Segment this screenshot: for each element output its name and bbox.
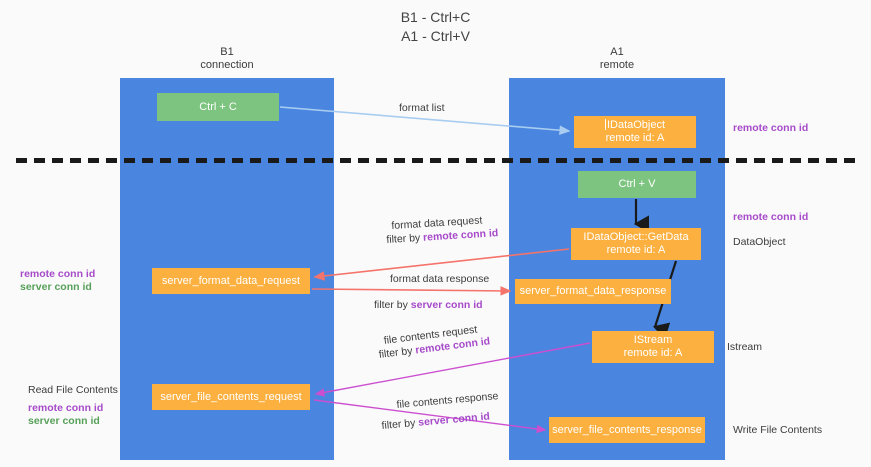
box-ctrl-v-label: Ctrl + V [618,178,656,190]
annotation-remote-conn-id-left-2: remote conn id [28,402,104,414]
title-line-2: A1 - Ctrl+V [401,28,470,44]
box-server-file-contents-response[interactable]: server_file_contents_response [549,417,705,443]
column-header-a1: A1 remote [509,46,725,72]
annotation-server-conn-id-left-1: server conn id [20,281,92,293]
box-server-format-data-response-label: server_format_data_response [519,285,667,297]
column-header-b1: B1 connection [120,46,334,72]
box-ctrl-v[interactable]: Ctrl + V [578,171,696,198]
annotation-istream: Istream [727,341,763,353]
annotation-dataobject: DataObject [733,236,786,248]
box-server-file-contents-request[interactable]: server_file_contents_request [152,384,310,410]
box-ctrl-c[interactable]: Ctrl + C [157,93,279,121]
column-b1-subtitle: connection [200,59,254,71]
page-title: B1 - Ctrl+C A1 - Ctrl+V [0,8,871,46]
title-line-1: B1 - Ctrl+C [400,9,471,25]
wire-format-data-response [311,286,512,296]
box-ctrl-c-label: Ctrl + C [199,100,237,113]
box-istream[interactable]: IStream remote id: A [592,331,714,363]
box-istream-line1: IStream [633,334,673,346]
edge-label-file-contents-response: file contents response [396,390,499,411]
annotation-remote-conn-id-left-1: remote conn id [20,268,96,280]
box-server-file-contents-request-label: server_file_contents_request [160,390,302,403]
box-idataobject-line2: remote id: A [605,132,665,144]
edge-label-format-data-response-filter: filter by server conn id [374,299,483,311]
annotation-read-file-contents: Read File Contents [28,384,118,396]
edge-label-file-contents-response-filter: filter by server conn id [381,410,491,432]
box-idataobject[interactable]: IDataObject remote id: A [574,116,696,148]
column-b1-name: B1 [220,46,234,58]
column-a1-subtitle: remote [599,59,635,71]
box-getdata[interactable]: IDataObject::GetData remote id: A [571,228,701,260]
annotation-write-file-contents: Write File Contents [733,424,823,436]
annotation-left-conn-ids-format: remote conn id server conn id [20,268,95,294]
annotation-server-conn-id-left-2: server conn id [28,415,100,427]
box-server-format-data-request-label: server_format_data_request [161,274,301,287]
annotation-left-conn-ids-file: remote conn id server conn id [28,402,103,428]
annotation-remote-conn-id-mid: remote conn id [733,211,809,223]
box-getdata-line2: remote id: A [606,244,666,256]
box-istream-line2: remote id: A [623,347,683,359]
box-idataobject-line1: IDataObject [604,119,666,131]
edge-label-format-data-response: format data response [390,273,490,285]
phase-divider [16,158,861,163]
column-a1-name: A1 [610,46,624,58]
annotation-remote-conn-id-top: remote conn id [733,122,809,134]
text-caret-icon [604,119,606,130]
box-server-format-data-request[interactable]: server_format_data_request [152,268,310,294]
box-server-file-contents-response-label: server_file_contents_response [552,423,702,436]
box-server-format-data-response[interactable]: server_format_data_response [515,279,671,304]
box-getdata-line1: IDataObject::GetData [583,231,689,243]
edge-label-format-list: format list [399,102,445,114]
